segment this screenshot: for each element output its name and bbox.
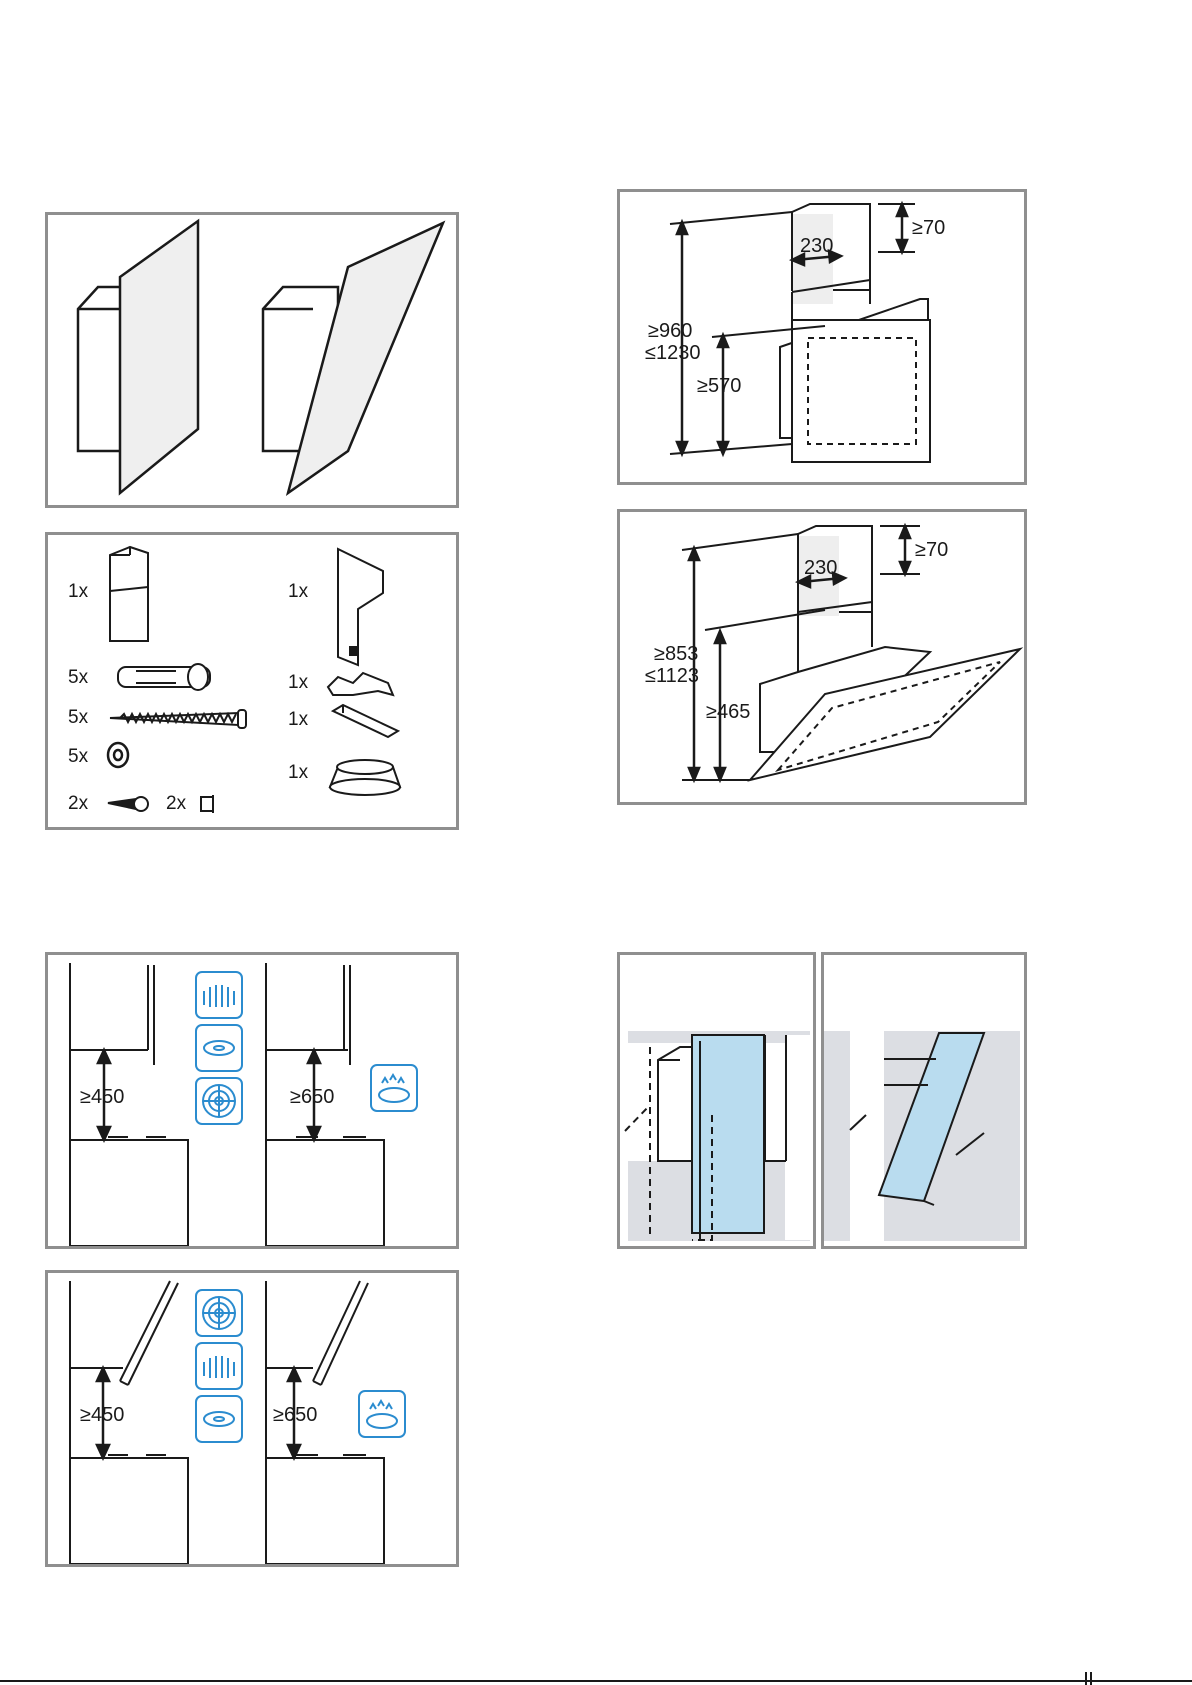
parts-drawing: 1x 5x 5x 5x 2x 2x 1x: [48, 535, 456, 827]
clearance-angled-drawing: ≥450 ≥650: [48, 1273, 456, 1564]
qty-bracket: 1x: [288, 581, 309, 602]
gas-burner-icon: [371, 1065, 417, 1111]
rail-icon: [333, 705, 398, 737]
qty-bolt: 2x: [166, 793, 187, 814]
induction-hob-icon: [196, 1025, 242, 1071]
vertical-dimensions-panel: ≥70 230 ≥960 ≤1230 ≥570: [617, 189, 1027, 485]
angled-dimensions-panel: ≥70 230 ≥853 ≤1123 ≥465: [617, 509, 1027, 805]
dim-lower: ≥570: [697, 375, 741, 397]
short-screw-icon: [108, 797, 148, 811]
bolt-icon: [201, 795, 213, 813]
dim-width-angled: 230: [804, 557, 837, 579]
parts-list-panel: 1x 5x 5x 5x 2x 2x 1x: [45, 532, 459, 830]
long-screw-icon: [110, 710, 246, 728]
qty-chimney: 1x: [68, 581, 89, 602]
chimney-part-icon: [110, 547, 148, 641]
vertical-hood-illustration: [78, 221, 198, 493]
page-footer-rule: [0, 1680, 1192, 1682]
dim-total-min: ≥960: [648, 320, 692, 342]
dim-width: 230: [800, 235, 833, 257]
installation-angled-panel: [821, 952, 1027, 1249]
qty-clip: 1x: [288, 672, 309, 693]
duct-ring-icon: [330, 760, 400, 795]
clearance-vertical-drawing: ≥450 ≥650: [48, 955, 456, 1246]
induction-hob-icon: [196, 1396, 242, 1442]
qty-screw-short: 2x: [68, 793, 89, 814]
clearance-vertical-panel: ≥450 ≥650: [45, 952, 459, 1249]
wall-plug-icon: [118, 664, 210, 690]
qty-wall-plug: 5x: [68, 667, 89, 688]
ceramic-hob-icon: [196, 1078, 242, 1124]
clearance-gas-angled: ≥650: [273, 1404, 317, 1426]
dim-min-top: ≥70: [912, 217, 945, 239]
dim-total-max-angled: ≤1123: [645, 665, 699, 687]
qty-duct-ring: 1x: [288, 762, 309, 783]
angled-hood-illustration: [263, 223, 443, 493]
installation-vertical-panel: [617, 952, 816, 1249]
clip-icon: [328, 673, 393, 695]
vertical-dimensions-drawing: ≥70 230 ≥960 ≤1230 ≥570: [620, 192, 1024, 482]
dim-lower-angled: ≥465: [706, 701, 750, 723]
page-footer-mark: [1085, 1672, 1087, 1685]
clearance-gas: ≥650: [290, 1086, 334, 1108]
clearance-electric-angled: ≥450: [80, 1404, 124, 1426]
radiant-hob-icon: [196, 1343, 242, 1389]
ceramic-hob-icon: [196, 1290, 242, 1336]
qty-washer: 5x: [68, 746, 89, 767]
mounting-bracket-icon: [338, 549, 383, 665]
dim-min-top-angled: ≥70: [915, 539, 948, 561]
clearance-angled-panel: ≥450 ≥650: [45, 1270, 459, 1567]
installation-angled-drawing: [824, 955, 1024, 1246]
page-footer-mark-2: [1090, 1672, 1092, 1685]
angled-dimensions-drawing: ≥70 230 ≥853 ≤1123 ≥465: [620, 512, 1024, 802]
hood-variants-panel: [45, 212, 459, 508]
clearance-electric: ≥450: [80, 1086, 124, 1108]
radiant-hob-icon: [196, 972, 242, 1018]
washer-icon: [108, 743, 128, 767]
qty-rail: 1x: [288, 709, 309, 730]
qty-screw-long: 5x: [68, 707, 89, 728]
dim-total-min-angled: ≥853: [654, 643, 698, 665]
hood-variants-drawing: [48, 215, 456, 505]
installation-vertical-drawing: [620, 955, 813, 1246]
gas-burner-icon: [359, 1391, 405, 1437]
dim-total-max: ≤1230: [645, 342, 700, 364]
